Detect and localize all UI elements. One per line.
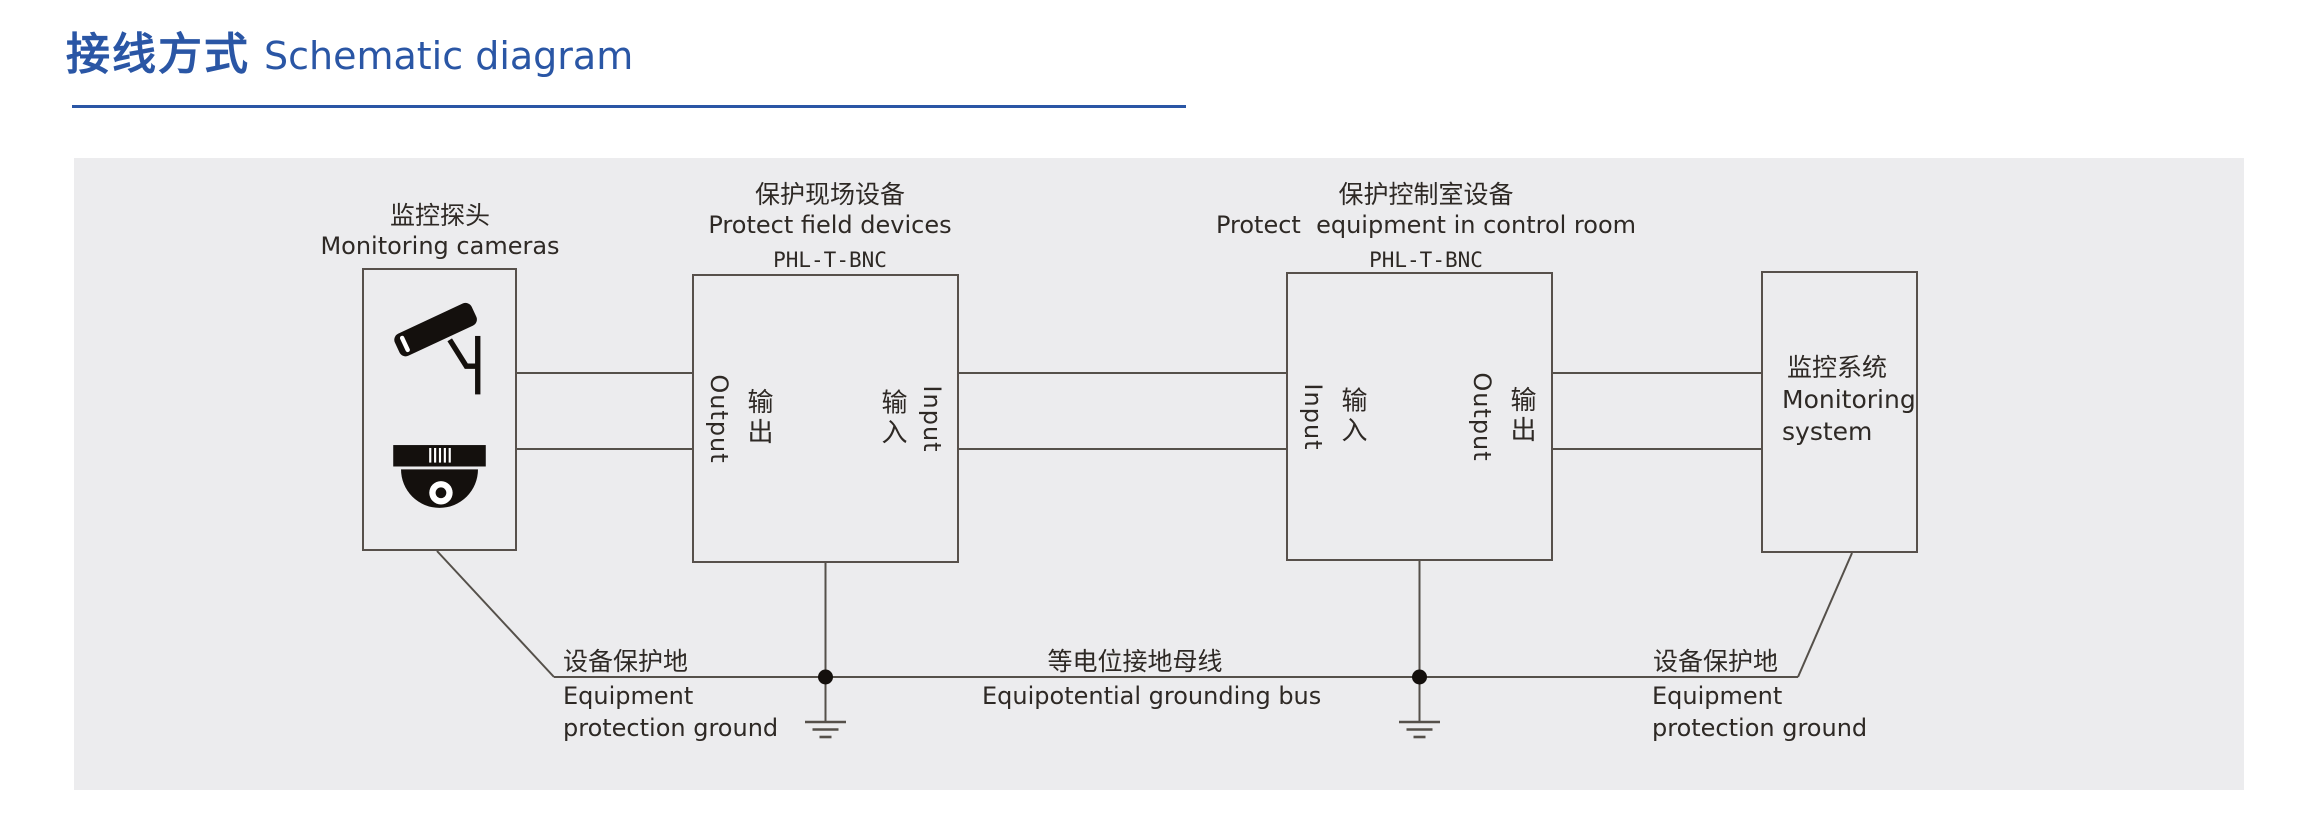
ground-right-label-en: Equipment protection ground (1652, 680, 1867, 744)
spd-control-box: Input 输入 Output 输出 (1286, 272, 1553, 561)
spd-field-output-en: Output (705, 373, 733, 464)
monitoring-system-en-1: Monitoring (1782, 385, 1916, 414)
caption-spd-control-zh: 保护控制室设备 (1338, 180, 1514, 209)
caption-spd-field-zh: 保护现场设备 (754, 180, 906, 209)
page-title-zh: 接线方式 (66, 29, 250, 80)
dome-camera-icon (393, 445, 486, 508)
ground-left-label-en: Equipment protection ground (563, 680, 778, 744)
grounding-bus-label-zh: 等电位接地母线 (1047, 647, 1223, 676)
caption-cameras: 监控探头 Monitoring cameras (320, 201, 559, 261)
spd-field-box: Output 输出 输入 Input (692, 274, 959, 563)
caption-spd-control: 保护控制室设备 Protect equipment in control roo… (1216, 180, 1636, 273)
page-title: 接线方式 Schematic diagram (66, 18, 633, 82)
ground-right-en-1: Equipment (1652, 682, 1783, 710)
caption-spd-field: 保护现场设备 Protect field devices PHL-T-BNC (708, 180, 951, 273)
bullet-camera-icon (394, 302, 481, 395)
monitoring-system-label: 监控系统 Monitoring system (1782, 352, 1916, 448)
cameras-box (362, 268, 517, 551)
camera-icons (393, 302, 486, 508)
caption-spd-field-en: Protect field devices (708, 211, 952, 239)
spd-field-model: PHL-T-BNC (773, 248, 887, 272)
spd-field-output-zh: 输出 (743, 388, 773, 449)
grounding-bus-label-en: Equipotential grounding bus (982, 682, 1322, 710)
caption-cameras-en: Monitoring cameras (320, 232, 560, 260)
caption-spd-control-en: Protect equipment in control room (1215, 211, 1637, 239)
spd-control-output-en: Output (1468, 371, 1496, 462)
monitoring-system-en-2: system (1782, 417, 1873, 446)
ground-left-en-1: Equipment (563, 682, 694, 710)
ground-right-label-zh: 设备保护地 (1653, 647, 1779, 676)
spd-control-input-port: Input 输入 (1299, 383, 1371, 450)
spd-field-input-zh: 输入 (877, 388, 907, 449)
caption-cameras-zh: 监控探头 (389, 201, 491, 230)
monitoring-system-zh: 监控系统 (1787, 353, 1888, 382)
page-title-en: Schematic diagram (264, 34, 634, 78)
title-underline (72, 105, 1186, 108)
ground-left-en-2: protection ground (563, 714, 779, 742)
spd-field-input-en: Input (918, 384, 946, 453)
spd-control-input-zh: 输入 (1337, 386, 1367, 447)
ground-left-label-zh: 设备保护地 (563, 647, 689, 676)
spd-control-output-port: Output 输出 (1468, 372, 1540, 461)
spd-control-model: PHL-T-BNC (1369, 248, 1483, 272)
spd-control-output-zh: 输出 (1506, 386, 1536, 447)
ground-right-en-2: protection ground (1652, 714, 1868, 742)
spd-control-input-en: Input (1299, 382, 1327, 451)
spd-field-input-port: 输入 Input (874, 385, 946, 452)
spd-field-output-port: Output 输出 (705, 374, 777, 463)
monitoring-system-box (1761, 271, 1918, 553)
